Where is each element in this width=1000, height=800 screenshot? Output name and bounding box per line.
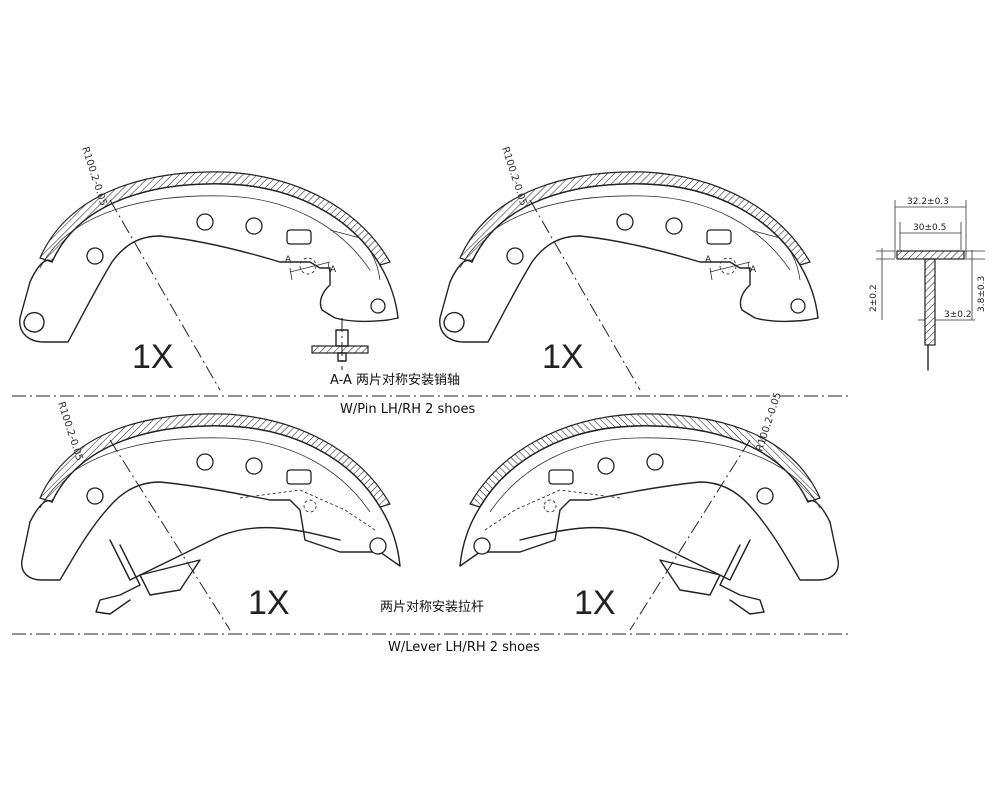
height-left-dim: 2±0.2 bbox=[869, 284, 879, 312]
pin-section-view: A-A 两片对称安装销轴 bbox=[311, 318, 460, 388]
section-mark-a-left-1: A bbox=[285, 255, 292, 265]
radius-label-bottom-left: R100.2-0.05 bbox=[55, 401, 84, 463]
web-thickness-dim: 3±0.2 bbox=[944, 310, 972, 320]
row1-caption: W/Pin LH/RH 2 shoes bbox=[340, 402, 475, 417]
quantity-label-top-right: 1X bbox=[542, 338, 584, 376]
height-right-dim: 3.8±0.3 bbox=[977, 276, 987, 312]
quantity-label-bottom-right: 1X bbox=[574, 584, 616, 622]
section-mark-a-left-2: A bbox=[330, 265, 337, 275]
radius-label-top-left: R100.2-0.05 bbox=[79, 146, 108, 208]
row2-caption: W/Lever LH/RH 2 shoes bbox=[388, 640, 540, 655]
quantity-label-top-left: 1X bbox=[132, 338, 174, 376]
section-mark-a-right-1: A bbox=[705, 255, 712, 265]
shoe-bottom-left: R100.2-0.05 1X bbox=[20, 401, 401, 631]
width-inner-dim: 30±0.5 bbox=[913, 223, 946, 233]
section-mark-a-right-2: A bbox=[750, 265, 757, 275]
shoe-bottom-right bbox=[459, 413, 840, 631]
profile-cross-section: 32.2±0.3 30±0.5 2±0.2 3.8±0.3 3±0.2 bbox=[869, 197, 987, 371]
quantity-label-bottom-left: 1X bbox=[248, 584, 290, 622]
shoe-top-right: R100.2-0.05 1X A A bbox=[439, 146, 819, 391]
width-outer-dim: 32.2±0.3 bbox=[907, 197, 949, 207]
radius-label-top-right: R100.2-0.05 bbox=[499, 146, 528, 208]
row2-cn-caption: 两片对称安装拉杆 bbox=[380, 600, 484, 615]
section-caption: A-A 两片对称安装销轴 bbox=[330, 373, 460, 388]
